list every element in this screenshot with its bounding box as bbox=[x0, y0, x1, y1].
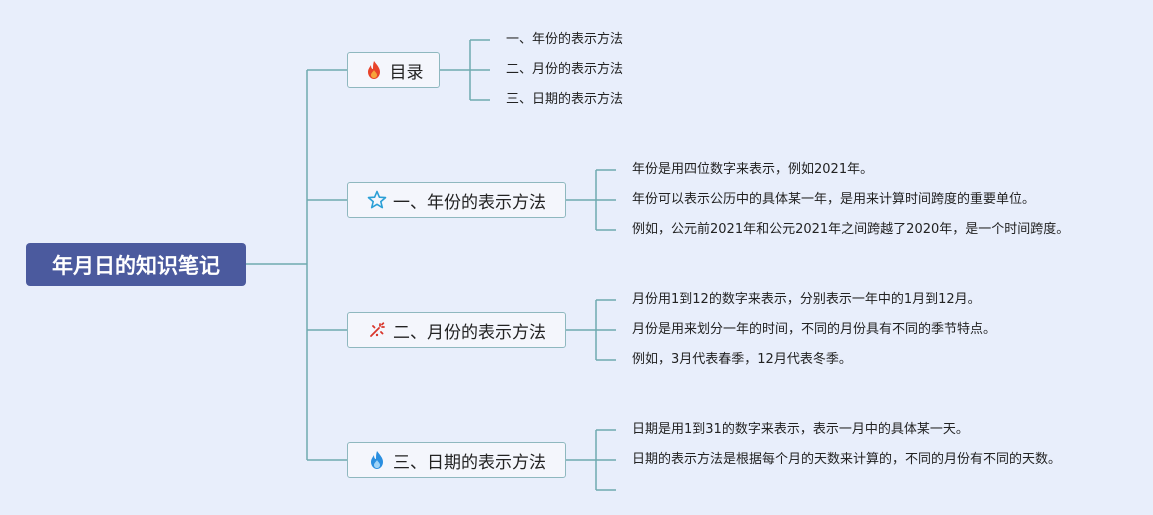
topic-title: 三、日期的表示方法 bbox=[393, 452, 546, 473]
sparkle-icon bbox=[370, 322, 385, 337]
leaf-item[interactable]: 例如，公元前2021年和公元2021年之间跨越了2020年，是一个时间跨度。 bbox=[632, 222, 1070, 237]
topic-month[interactable]: 二、月份的表示方法 bbox=[347, 312, 566, 348]
leaf-item[interactable]: 月份是用来划分一年的时间，不同的月份具有不同的季节特点。 bbox=[632, 322, 997, 337]
leaf-item[interactable]: 年份是用四位数字来表示，例如2021年。 bbox=[632, 162, 874, 177]
star-icon bbox=[367, 190, 387, 209]
topic-year[interactable]: 一、年份的表示方法 bbox=[347, 182, 566, 218]
leaf-item[interactable]: 日期的表示方法是根据每个月的天数来计算的，不同的月份有不同的天数。 bbox=[632, 452, 1062, 467]
topic-title: 一、年份的表示方法 bbox=[393, 192, 546, 213]
leaf-item[interactable]: 一、年份的表示方法 bbox=[506, 32, 624, 47]
topic-title: 目录 bbox=[389, 62, 424, 83]
leaf-item[interactable]: 年份可以表示公历中的具体某一年，是用来计算时间跨度的重要单位。 bbox=[632, 192, 1036, 207]
leaf-item[interactable]: 例如，3月代表春季，12月代表冬季。 bbox=[632, 352, 852, 367]
topic-date[interactable]: 三、日期的表示方法 bbox=[347, 442, 566, 478]
fire-icon bbox=[367, 61, 380, 79]
topic-title: 二、月份的表示方法 bbox=[393, 322, 546, 343]
root-topic[interactable]: 年月日的知识笔记 bbox=[26, 243, 246, 286]
leaf-item[interactable]: 二、月份的表示方法 bbox=[506, 62, 624, 77]
leaf-item[interactable]: 三、日期的表示方法 bbox=[506, 92, 624, 107]
blue-fire-icon bbox=[371, 451, 383, 469]
leaf-item[interactable]: 月份用1到12的数字来表示，分别表示一年中的1月到12月。 bbox=[632, 292, 981, 307]
root-title: 年月日的知识笔记 bbox=[52, 253, 220, 278]
leaf-item[interactable]: 日期是用1到31的数字来表示，表示一月中的具体某一天。 bbox=[632, 422, 969, 437]
topic-toc[interactable]: 目录 bbox=[347, 52, 440, 88]
